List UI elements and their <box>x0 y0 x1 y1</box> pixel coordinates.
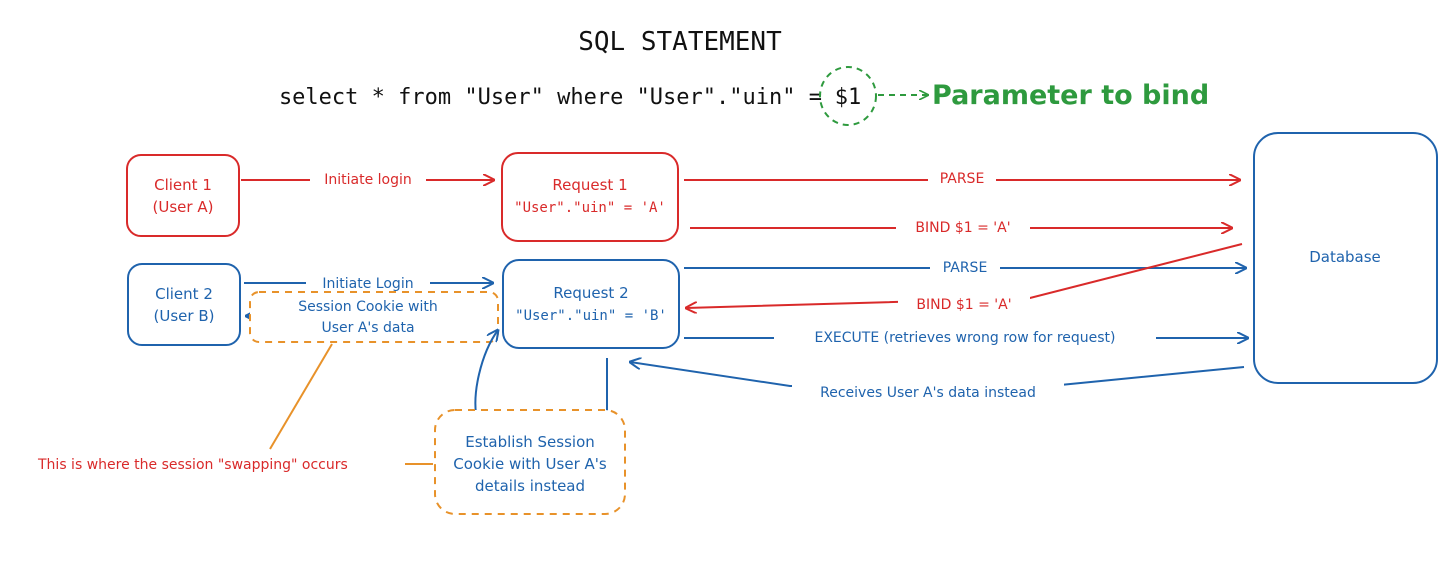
r2-bind-label-bg <box>898 294 1030 314</box>
request1-condition: "User"."uin" = 'A' <box>514 200 666 216</box>
c1-initiate-label-bg <box>310 169 426 189</box>
establish-line3: details instead <box>475 477 585 495</box>
r1-bind-label-bg <box>896 217 1030 237</box>
request1-label: Request 1 <box>552 176 627 194</box>
annotation-pointer-line <box>269 343 333 450</box>
client2-sublabel: (User B) <box>154 307 215 325</box>
database-label: Database <box>1309 248 1381 266</box>
request1-box[interactable] <box>501 152 679 242</box>
client2-box[interactable] <box>127 263 241 346</box>
r1-parse-label-bg <box>928 169 996 189</box>
r2-parse-label: PARSE <box>943 260 988 276</box>
param-label: Parameter to bind <box>932 80 1209 111</box>
annotation-text: This is where the session "swapping" occ… <box>37 457 348 473</box>
r2-execute-label: EXECUTE (retrieves wrong row for request… <box>814 330 1115 346</box>
param-highlight-circle <box>819 66 877 126</box>
request2-box[interactable] <box>502 259 680 349</box>
receives-data-label: Receives User A's data instead <box>820 385 1036 401</box>
establish-line2: Cookie with User A's <box>453 455 607 473</box>
database-box[interactable] <box>1253 132 1438 384</box>
c2-initiate-label: Initiate Login <box>322 276 413 292</box>
sql-statement: select * from "User" where "User"."uin" … <box>279 85 822 110</box>
r2-parse-label-bg <box>930 257 1000 277</box>
establish-session-box <box>434 409 626 515</box>
session-cookie-line1: Session Cookie with <box>298 299 438 315</box>
c1-initiate-label: Initiate login <box>324 172 412 188</box>
r2-execute-label-bg <box>774 327 1156 347</box>
client1-sublabel: (User A) <box>153 198 214 216</box>
c2-initiate-label-bg <box>306 273 430 293</box>
session-cookie-line2: User A's data <box>321 320 414 336</box>
r1-bind-label: BIND $1 = 'A' <box>915 220 1010 236</box>
request2-label: Request 2 <box>553 284 628 302</box>
diagram-title: SQL STATEMENT <box>578 27 782 57</box>
client2-label: Client 2 <box>155 285 213 303</box>
r1-parse-label: PARSE <box>940 171 985 187</box>
receives-data-label-bg <box>792 381 1064 403</box>
client1-box[interactable] <box>126 154 240 237</box>
param-placeholder: $1 <box>835 85 862 110</box>
session-cookie-box <box>249 291 499 343</box>
r2-bind-label: BIND $1 = 'A' <box>916 297 1011 313</box>
client1-label: Client 1 <box>154 176 212 194</box>
establish-line1: Establish Session <box>465 433 595 451</box>
request2-condition: "User"."uin" = 'B' <box>515 308 667 324</box>
